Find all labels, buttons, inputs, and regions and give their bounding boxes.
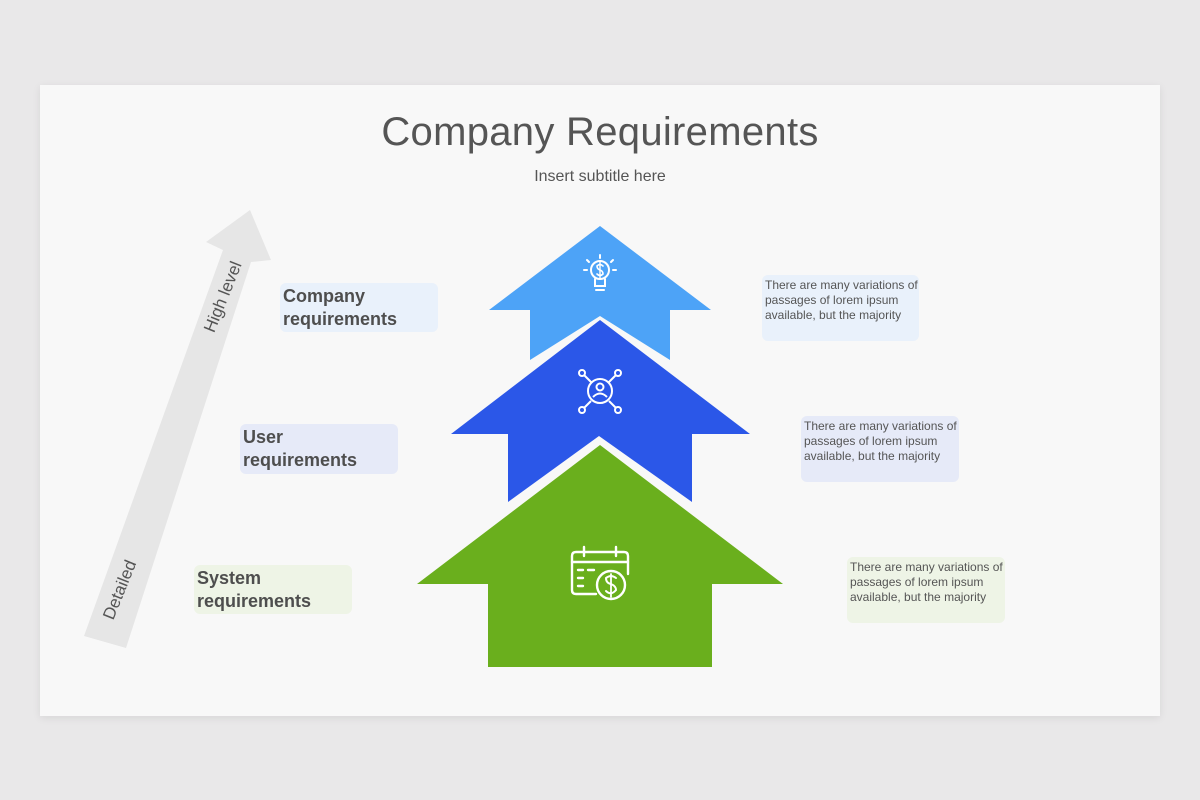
user-network-icon [578, 369, 622, 414]
system-description: There are many variations of passages of… [847, 557, 1005, 623]
user-arrow [451, 320, 750, 502]
slide-subtitle: Insert subtitle here [534, 168, 666, 185]
company-description: There are many variations of passages of… [762, 275, 919, 341]
label-line: requirements [283, 309, 398, 329]
user-description: There are many variations of passages of… [801, 416, 959, 482]
user-requirements-label: User requirements [240, 424, 398, 474]
label-line: requirements [197, 591, 312, 611]
axis-arrow [84, 210, 271, 648]
slide-title: Company Requirements [381, 110, 819, 154]
system-arrow [417, 445, 783, 667]
company-arrow [489, 226, 711, 360]
system-requirements-label: System requirements [194, 565, 352, 614]
label-line: System [197, 568, 262, 588]
lightbulb-dollar-icon [583, 254, 617, 291]
label-line: requirements [243, 450, 358, 470]
company-requirements-label: Company requirements [280, 283, 438, 332]
label-line: User [243, 427, 284, 447]
label-line: Company [283, 286, 366, 306]
calendar-dollar-icon [570, 545, 630, 601]
